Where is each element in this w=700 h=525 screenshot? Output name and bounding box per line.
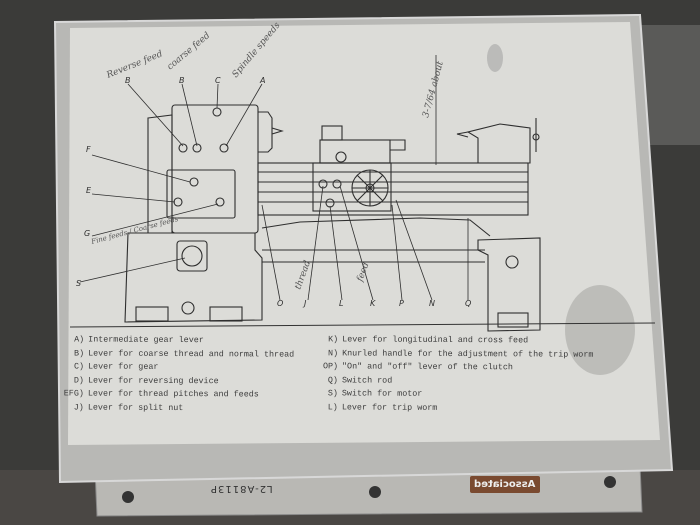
brand-badge-text: Associated [474, 479, 536, 490]
legend-item: L)Lever for trip worm [316, 401, 593, 416]
base-left [124, 232, 263, 323]
legend-key: B) [74, 348, 85, 359]
plate-model-text: L2-A8113P [210, 483, 273, 494]
smudge [487, 44, 503, 72]
smudge [565, 285, 635, 375]
legend-item: S)Switch for motor [316, 388, 593, 403]
legend-key: K) [328, 334, 339, 345]
legend-divider [69, 322, 656, 328]
legend-item: Q)Switch rod [316, 374, 593, 389]
label-left: G [84, 229, 90, 238]
paper-sheet [68, 22, 660, 445]
label-left: F [86, 145, 91, 154]
plate-hole [122, 491, 134, 503]
label-bottom: O [277, 299, 283, 308]
legend-key: Q) [327, 375, 338, 386]
label-top: C [215, 76, 221, 85]
legend-item: C)Lever for gear [62, 361, 294, 376]
legend-text: Switch rod [341, 375, 393, 386]
handwheel-spokes [352, 170, 388, 206]
legend-key: EFG) [63, 388, 84, 399]
bed-underside [261, 217, 491, 237]
motor-switch-dial [181, 245, 203, 267]
legend-key: S) [327, 388, 338, 399]
label-bottom: J [302, 299, 307, 308]
legend-text: Intermediate gear lever [88, 334, 204, 346]
lever-knob [192, 143, 202, 153]
lever-knob [219, 143, 229, 153]
plate-hole [604, 476, 616, 488]
base-hole [505, 255, 519, 269]
label-bottom: Q [465, 299, 471, 308]
label-left: S [76, 279, 81, 288]
label-top: B [125, 76, 131, 85]
lever-knob [178, 143, 188, 153]
legend-left: A)Intermediate gear lever B)Lever for co… [62, 333, 294, 416]
legend-key: A) [74, 334, 85, 345]
legend-right: K)Lever for longitudinal and cross feed … [316, 333, 594, 416]
spindle-chuck [258, 111, 284, 153]
plate-hole [369, 486, 381, 498]
motor-switch [176, 240, 208, 272]
diagram-labels: B B C A F E G S O J L K P N Q [76, 76, 471, 308]
label-bottom: K [370, 299, 376, 308]
legend-key: OP) [322, 361, 339, 372]
tailstock [466, 123, 531, 164]
brand-badge: Associated [470, 476, 540, 493]
legend-text: Lever for longitudinal and cross feed [342, 334, 529, 346]
tool-post [321, 125, 343, 141]
lever-knob [332, 179, 342, 189]
legend-item: K)Lever for longitudinal and cross feed [316, 333, 593, 348]
gearbox-panel [166, 169, 236, 219]
base-plate [135, 306, 169, 322]
legend-text: Knurled handle for the adjustment of the… [342, 348, 594, 360]
label-bottom: P [399, 299, 404, 308]
legend-item: A)Intermediate gear lever [62, 333, 294, 348]
label-bottom: N [429, 299, 435, 308]
base-right [477, 237, 541, 332]
leader-lines [79, 55, 469, 301]
legend-text: Lever for split nut [87, 402, 184, 413]
base-plate [497, 312, 529, 328]
legend-key: D) [73, 375, 84, 386]
legend-text: Lever for thread pitches and feeds [87, 388, 259, 400]
legend-key: C) [73, 361, 85, 372]
base-plate [209, 306, 243, 322]
lathe-diagram [79, 55, 541, 332]
legend-text: Lever for trip worm [341, 402, 438, 413]
legend-key: J) [73, 402, 84, 413]
lever-knob [335, 151, 347, 163]
label-bottom: L [339, 299, 343, 308]
tailstock-center [456, 131, 469, 138]
legend-text: Lever for reversing device [87, 375, 219, 386]
label-top: A [259, 76, 265, 85]
legend-item: B)Lever for coarse thread and normal thr… [62, 347, 294, 362]
legend-item: D)Lever for reversing device [62, 374, 294, 389]
legend-text: Switch for motor [341, 388, 423, 400]
label-left: E [86, 186, 92, 195]
lever-knob [215, 197, 225, 207]
legend-key: L) [327, 402, 338, 413]
legend-item: N)Knurled handle for the adjustment of t… [316, 347, 593, 362]
label-top: B [179, 76, 185, 85]
legend-text: "On" and "off" lever of the clutch [342, 361, 513, 373]
legend-key: N) [328, 347, 339, 358]
legend-item: J)Lever for split nut [62, 401, 294, 416]
legend-item: OP)"On" and "off" lever of the clutch [316, 360, 593, 375]
machine-edge [640, 25, 700, 145]
base-hole [181, 301, 195, 315]
legend-item: EFG)Lever for thread pitches and feeds [62, 388, 294, 403]
legend-text: Lever for coarse thread and normal threa… [88, 348, 295, 360]
cross-slide [345, 139, 406, 151]
legend-text: Lever for gear [88, 361, 159, 373]
